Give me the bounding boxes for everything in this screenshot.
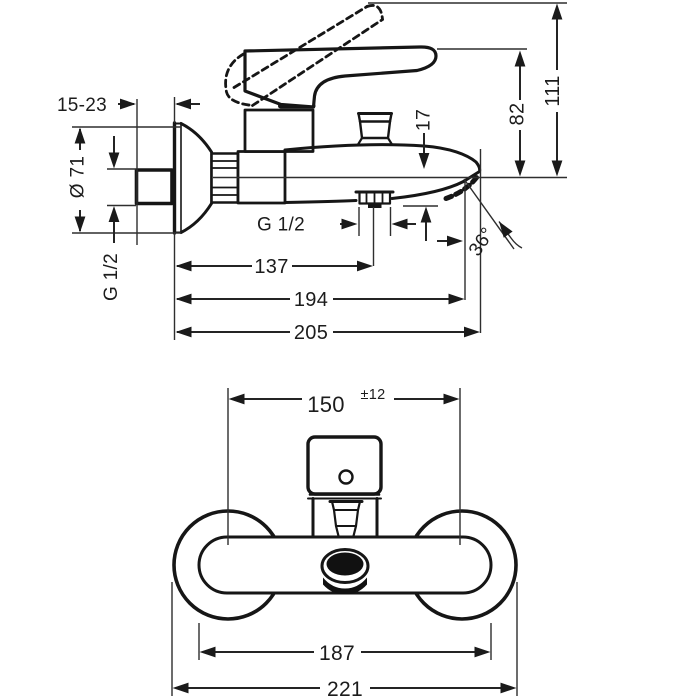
hose-nipple [368,203,382,208]
dim-label-angle-36: 36° [465,224,499,260]
flange-escutcheon [172,121,213,235]
handle-pin-hole [338,469,354,485]
spout-outlet-front [320,548,370,595]
lever-handle-closed [243,45,438,109]
dim-label-82: 82 [507,103,529,126]
dim-label-111: 111 [542,75,564,106]
dim-label-flange-diameter: Ø 71 [68,156,89,198]
aerator-ribs [443,174,480,201]
spout [283,143,482,204]
dim-label-137: 137 [254,256,288,278]
hose-outlet [354,190,395,208]
dim-label-tolerance: ±12 [361,387,386,403]
diverter-front [328,500,364,538]
lever-handle-open-dashed [224,4,384,107]
dim-label-17: 17 [413,109,435,131]
cartridge-collar [243,108,315,153]
dim-label-221: 221 [327,678,363,700]
dim-label-150: 150 [307,392,345,417]
handle-front [306,435,383,539]
dim-label-205: 205 [294,322,328,344]
dimension-lines [79,16,558,689]
front-view [172,435,518,621]
dim-label-187: 187 [319,642,355,665]
reference-lines [72,2,567,696]
dim-label-outlet-thread: G 1/2 [257,215,305,236]
spout-angle-line [463,178,515,250]
dim-label-194: 194 [294,289,328,311]
dim-label-inlet-thread: G 1/2 [101,253,122,301]
wall-inlet-fitting [134,168,174,206]
dim-label-wall-depth: 15-23 [57,95,107,116]
diverter-knob [356,112,394,146]
